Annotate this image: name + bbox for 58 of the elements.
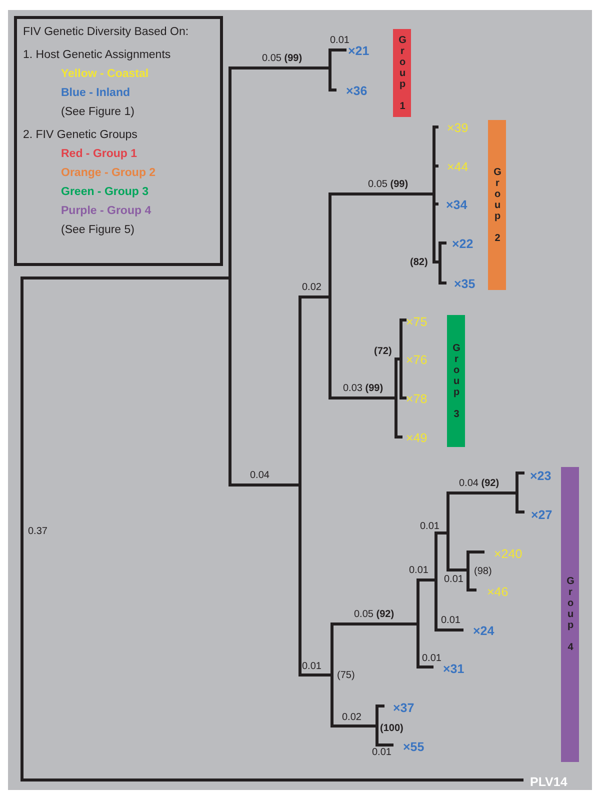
branch-value: 0.01 — [409, 564, 428, 578]
legend-entry: Green - Group 3 — [60, 185, 150, 200]
group-label-bar: Group 2 — [488, 120, 506, 290]
taxon-label: ×36 — [346, 84, 368, 98]
taxon-label: ×46 — [487, 585, 508, 599]
taxon-label: ×27 — [531, 508, 552, 522]
taxon-label: ×55 — [403, 740, 424, 754]
taxon-label: ×240 — [494, 547, 522, 561]
legend-box — [14, 16, 223, 266]
branch-value: 0.04 (92) — [459, 477, 500, 491]
legend-entry: (See Figure 1) — [60, 105, 136, 120]
taxon-label: ×37 — [393, 701, 414, 715]
legend-entry: Yellow - Coastal — [60, 67, 150, 82]
branch-value: (72) — [374, 345, 392, 359]
legend-heading: 1. Host Genetic Assignments — [23, 48, 172, 63]
taxon-label: ×49 — [406, 431, 428, 445]
legend-entry: (See Figure 5) — [60, 223, 136, 238]
branch-value: (100) — [380, 722, 404, 736]
branch-value: 0.02 — [342, 711, 362, 725]
taxon-label: ×44 — [447, 160, 468, 174]
taxon-label: ×23 — [530, 469, 552, 483]
taxon-label: ×35 — [454, 277, 476, 291]
taxon-label: ×21 — [348, 44, 370, 58]
taxon-label: ×75 — [406, 315, 428, 329]
branch-value: (98) — [474, 565, 492, 579]
legend-heading: 2. FIV Genetic Groups — [23, 128, 138, 143]
branch-value: 0.04 — [250, 469, 270, 483]
branch-value: 0.02 — [302, 281, 322, 295]
legend-entry: Blue - Inland — [60, 86, 131, 101]
taxon-label: ×34 — [446, 198, 468, 212]
taxon-label: ×76 — [406, 353, 428, 367]
group-label-bar: Group 1 — [393, 29, 411, 117]
branch-value: 0.37 — [28, 525, 48, 539]
branch-value: 0.01 — [302, 660, 322, 674]
outgroup-label: PLV14 — [530, 775, 568, 789]
taxon-label: ×31 — [443, 662, 464, 676]
branch-value: 0.01 — [444, 573, 464, 587]
branch-value: 0.01 — [372, 746, 392, 760]
branch-value: (82) — [410, 256, 428, 270]
branch-value: 0.05 (99) — [368, 178, 408, 192]
branch-value: 0.01 — [422, 652, 442, 666]
taxon-label: ×78 — [406, 392, 428, 406]
legend-entry: Purple - Group 4 — [60, 204, 152, 219]
branch-value: 0.01 — [420, 520, 440, 534]
legend-entry: Orange - Group 2 — [60, 166, 157, 181]
taxon-label: ×22 — [452, 237, 474, 251]
branch-value: 0.01 — [441, 614, 460, 628]
branch-value: (75) — [337, 669, 355, 683]
branch-value: 0.01 — [330, 34, 350, 46]
taxon-label: ×39 — [447, 121, 468, 135]
legend-title: FIV Genetic Diversity Based On: — [23, 25, 190, 40]
group-label-bar: Group 4 — [561, 467, 579, 762]
legend-entry: Red - Group 1 — [60, 147, 138, 162]
branch-value: 0.03 (99) — [343, 382, 384, 396]
branch-value: 0.05 (99) — [262, 52, 302, 66]
taxon-label: ×24 — [473, 624, 494, 638]
group-label-bar: Group 3 — [447, 315, 465, 447]
branch-value: 0.05 (92) — [354, 608, 394, 622]
